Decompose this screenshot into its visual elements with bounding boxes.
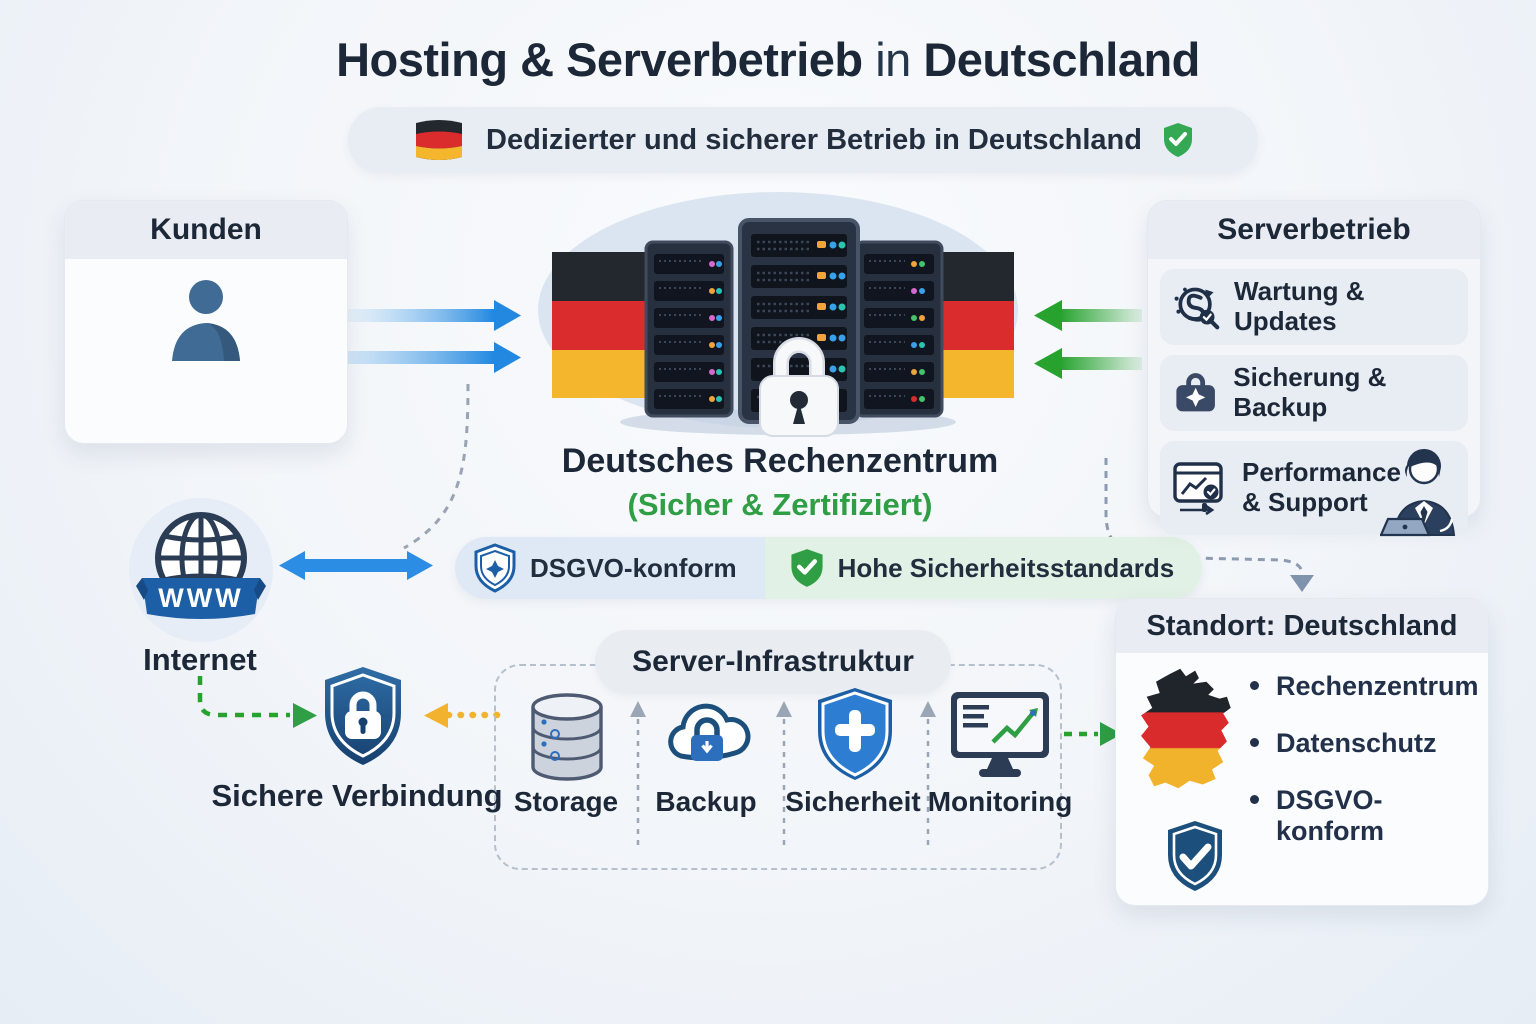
infra-label-backup: Backup [655,786,757,817]
german-flag-right [940,252,1014,398]
subtitle-banner: Dedizierter und sicherer Betrieb in Deut… [348,107,1258,173]
serverbetrieb-item-label: Sicherung & Backup [1233,361,1387,422]
badge-security-label: Hohe Sicherheitsstandards [837,552,1175,583]
infra-label-monitoring: Monitoring [927,786,1073,817]
page-title-part2: in [862,33,924,86]
arrow-internet-to-secure [197,676,317,728]
serverbetrieb-item-wartung: Wartung & Updates [1160,269,1468,345]
datacenter-name: Deutsches Rechenzentrum [561,442,999,480]
standort-bullet: Datenschutz [1248,728,1488,785]
german-flag-icon [416,120,463,160]
serverbetrieb-item-sicherung: Sicherung & Backup [1160,354,1468,431]
standort-bullet: Rechenzentrum [1248,671,1488,728]
green-shield-check-icon [791,549,823,587]
badge-dsgvo-label: DSGVO-konform [530,552,737,583]
page-title-part1: Hosting & Serverbetrieb [336,33,863,86]
standort-panel: Standort: Deutschland Rechenzentrum Date… [1115,598,1489,906]
shield-lock-icon [325,667,401,765]
german-flag-left [552,252,646,398]
page-title-part3: Deutschland [923,33,1200,86]
server-rack-right [854,240,944,418]
datacenter-label: Deutsches Rechenzentrum (Sicher & Zertif… [520,442,1040,523]
datacenter-illustration [538,192,1018,437]
green-shield-check-icon [1163,123,1192,157]
toolbox-icon [1176,372,1215,412]
infrastructure-title: Server-Infrastruktur [595,630,951,694]
datacenter-status: (Sicher & Zertifiziert) [627,487,933,522]
secure-connection-label: Sichere Verbindung [211,778,503,813]
kunden-card-title: Kunden [65,201,347,259]
arrow-serverbetrieb-to-datacenter-2 [1034,348,1142,379]
compliance-badges: DSGVO-konform Hohe Sicherheitsstandards [455,537,1203,599]
badge-dsgvo: DSGVO-konform [455,537,765,599]
badge-security: Hohe Sicherheitsstandards [764,537,1203,599]
page-title: Hosting & Serverbetrieb in Deutschland [0,32,1536,87]
person-icon [172,280,240,361]
shield-plus-icon [818,688,892,780]
navy-shield-check-icon [1168,821,1222,891]
server-rack-left [644,240,734,418]
germany-map-flag-icon [1141,668,1231,789]
monitor-chart-icon [1173,461,1223,515]
serverbetrieb-item-label: Wartung & Updates [1234,276,1365,336]
support-agent-icon [1380,448,1456,536]
standort-bullet: DSGVO-konform [1248,785,1488,846]
serverbetrieb-item-performance: Performance & Support [1160,440,1468,536]
subtitle-text: Dedizierter und sicherer Betrieb in Deut… [486,123,1142,156]
arrow-kunden-to-datacenter-1 [348,300,521,331]
standort-bullet-list: Rechenzentrum Datenschutz DSGVO-konform [1248,671,1488,846]
infra-label-sicherheit: Sicherheit [785,786,921,817]
dashed-line-kunden-down [403,383,470,550]
cloud-lock-icon [668,703,751,761]
internet-label: Internet [143,642,257,677]
database-icon [531,693,603,781]
arrow-monitoring-to-standort [1064,722,1122,746]
www-text: WWW [158,583,243,613]
serverbetrieb-title: Serverbetrieb [1148,201,1480,259]
serverbetrieb-item-label: Performance & Support [1242,456,1401,517]
arrow-serverbetrieb-to-datacenter-1 [1034,300,1142,331]
globe-www-icon: WWW [129,498,273,642]
kunden-card: Kunden [64,200,348,444]
serverbetrieb-panel: Serverbetrieb Wartung & Updates [1147,200,1481,536]
infra-label-storage: Storage [513,786,619,817]
arrow-storage-to-secure [424,703,501,728]
standort-title: Standort: Deutschland [1116,599,1488,653]
padlock-icon [759,337,839,437]
monitor-graph-icon [951,692,1049,777]
blue-shield-star-icon [474,543,516,593]
sync-magnifier-icon [1174,287,1220,330]
arrow-internet-datacenter-bidirectional [279,551,433,580]
